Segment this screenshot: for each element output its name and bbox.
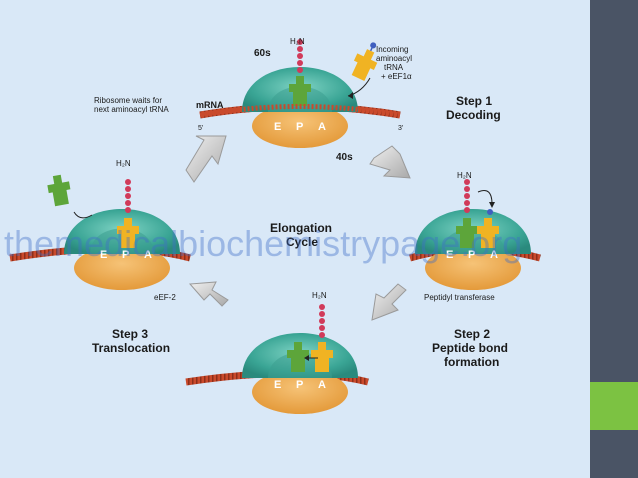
label-h2n-left: H₂N (116, 159, 131, 168)
cycle-arrow-top-left-icon (185, 135, 227, 183)
svg-text:tRNA: tRNA (384, 63, 404, 72)
svg-text:Incoming: Incoming (376, 45, 408, 54)
ribosome-top (199, 39, 401, 148)
svg-text:E: E (274, 121, 282, 133)
eef2-label: eEF-2 (154, 293, 176, 302)
svg-text:E: E (446, 249, 454, 261)
label-5prime: 5' (198, 125, 203, 132)
cycle-title: Elongation Cycle (270, 221, 332, 249)
svg-text:Peptide bond: Peptide bond (432, 341, 508, 355)
cycle-arrow-bottom-left-icon (188, 281, 229, 307)
sites-bottom: E P A (274, 379, 327, 391)
ribosome-bottom (185, 304, 369, 414)
svg-text:Step 1: Step 1 (456, 94, 492, 108)
incoming-trna-icon (348, 42, 381, 83)
elongation-cycle-diagram: E P A E P A E P A E P A 60s H₂N H₂N H₂N … (4, 37, 541, 414)
label-3prime: 3' (398, 125, 403, 132)
sites-left: E P A (100, 249, 153, 261)
svg-text:next aminoacyl tRNA: next aminoacyl tRNA (94, 105, 169, 114)
svg-text:P: P (296, 379, 304, 391)
sites-right: E P A (446, 249, 499, 261)
svg-text:A: A (318, 379, 327, 391)
svg-text:Elongation: Elongation (270, 221, 332, 235)
cycle-arrow-top-right-icon (369, 145, 411, 179)
peptidyl-transferase-label: Peptidyl transferase (424, 293, 495, 302)
label-mrna: mRNA (196, 100, 224, 110)
ribosome-waits-label: Ribosome waits for next aminoacyl tRNA (94, 96, 169, 114)
svg-text:A: A (318, 121, 327, 133)
label-h2n-top: H₂N (290, 37, 305, 46)
svg-text:E: E (100, 249, 108, 261)
label-40s: 40s (336, 152, 353, 163)
step1-label: Step 1 Decoding (446, 94, 501, 122)
label-60s: 60s (254, 48, 271, 59)
svg-text:Step 3: Step 3 (112, 327, 148, 341)
label-h2n-right: H₂N (457, 171, 472, 180)
step3-label: Step 3 Translocation (92, 327, 170, 355)
incoming-label: Incoming aminoacyl tRNA + eEF1α (376, 45, 412, 81)
step2-label: Step 2 Peptide bond formation (432, 327, 508, 369)
accent-square (590, 382, 638, 430)
svg-text:Ribosome waits for: Ribosome waits for (94, 96, 162, 105)
svg-text:Step 2: Step 2 (454, 327, 490, 341)
svg-text:Decoding: Decoding (446, 108, 501, 122)
svg-text:Translocation: Translocation (92, 341, 170, 355)
release-arrow-icon (73, 211, 93, 219)
svg-text:P: P (468, 249, 476, 261)
svg-text:Cycle: Cycle (286, 235, 318, 249)
svg-text:E: E (274, 379, 282, 391)
svg-text:aminoacyl: aminoacyl (376, 54, 412, 63)
sites-top: E P A (274, 121, 327, 133)
svg-text:formation: formation (444, 355, 499, 369)
svg-text:P: P (122, 249, 130, 261)
released-trna-icon (45, 173, 73, 207)
svg-text:P: P (296, 121, 304, 133)
label-h2n-bottom: H₂N (312, 291, 327, 300)
cycle-arrow-bottom-right-icon (371, 283, 407, 321)
svg-text:A: A (490, 249, 499, 261)
ribosome-left (9, 179, 191, 290)
ribosome-right (409, 179, 541, 290)
svg-text:+ eEF1α: + eEF1α (381, 72, 412, 81)
watermark-text: themedicalbiochemistrypage.org (4, 223, 522, 264)
svg-text:A: A (144, 249, 153, 261)
